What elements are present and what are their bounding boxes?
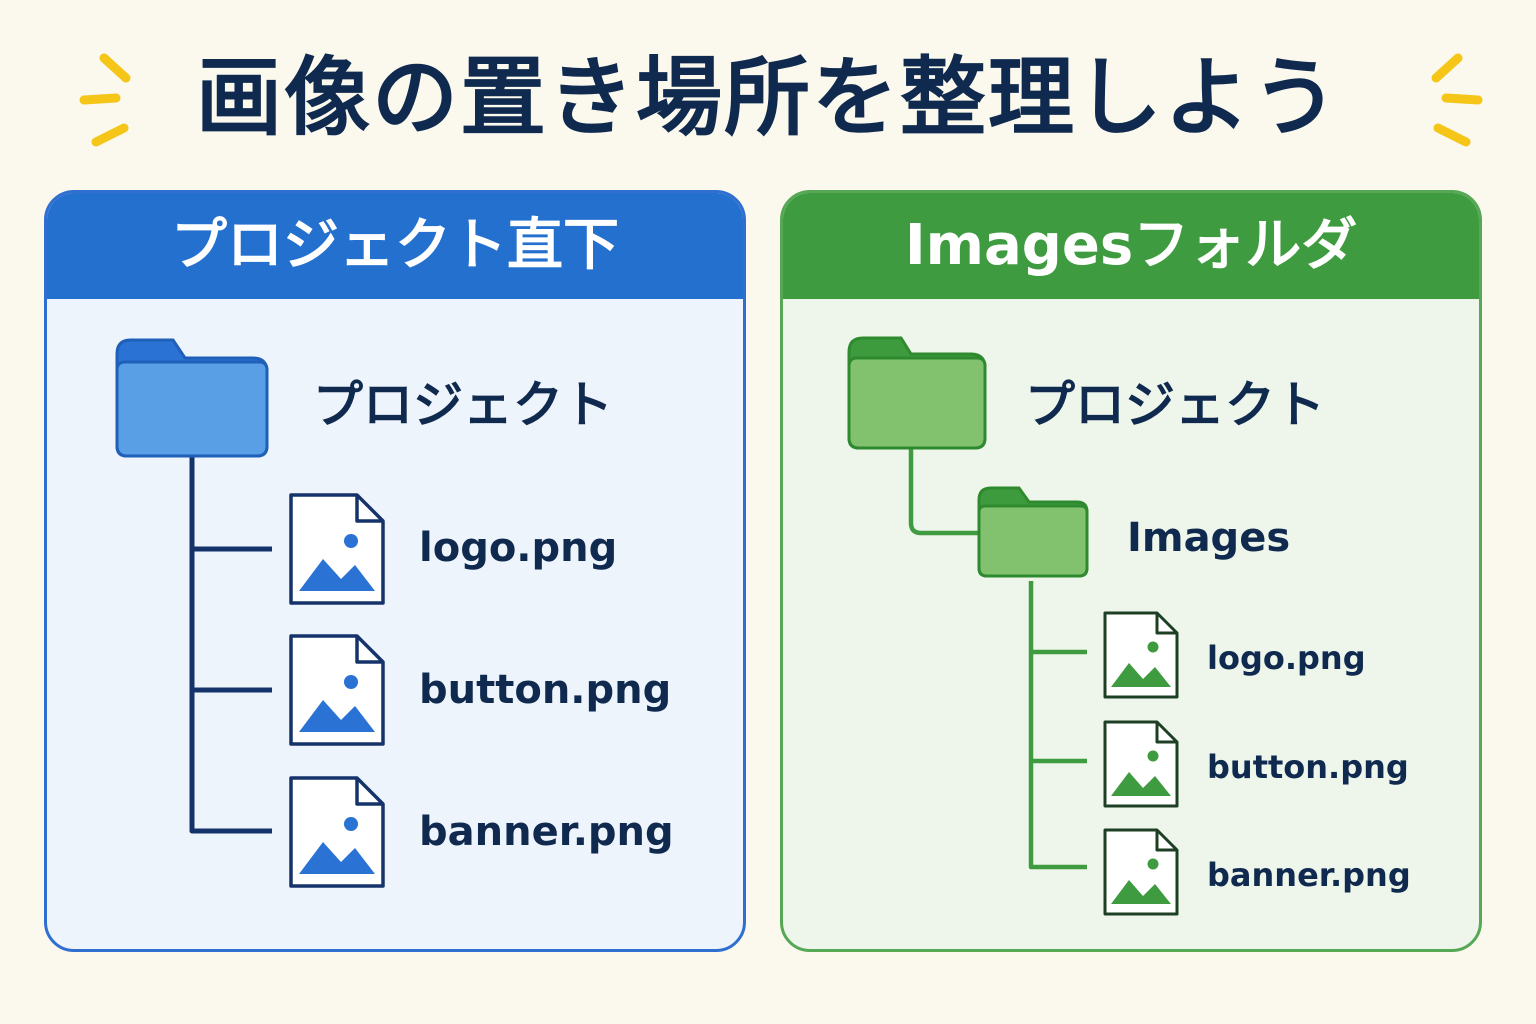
image-file-icon xyxy=(1103,611,1179,699)
file-label: logo.png xyxy=(1207,639,1366,677)
image-file-icon xyxy=(1103,828,1179,916)
sparkle-right-icon xyxy=(1431,53,1483,147)
subfolder-label: Images xyxy=(1127,515,1291,561)
panel-images-folder: Imagesフォルダ プロジェクト Images logo.png button… xyxy=(780,190,1482,952)
folder-icon xyxy=(115,338,269,458)
image-file-icon xyxy=(289,776,385,888)
root-folder-label: プロジェクト xyxy=(1025,376,1325,434)
subfolder-icon xyxy=(977,486,1089,578)
image-file-icon xyxy=(289,493,385,605)
root-folder-label: プロジェクト xyxy=(313,376,613,434)
tree-lines-left xyxy=(189,451,272,834)
file-label: banner.png xyxy=(1207,856,1411,894)
file-label: button.png xyxy=(1207,748,1409,786)
file-label: button.png xyxy=(419,667,672,713)
sparkle-left-icon xyxy=(79,53,131,147)
panel-header-images-folder: Imagesフォルダ xyxy=(783,193,1479,299)
folder-icon xyxy=(847,336,987,450)
file-label: logo.png xyxy=(419,525,618,571)
tree-lines-right xyxy=(908,449,1087,870)
image-file-icon xyxy=(1103,720,1179,808)
panel-project-root: プロジェクト直下 プロジェクト logo.png button.png bann… xyxy=(44,190,746,952)
file-label: banner.png xyxy=(419,809,674,855)
image-file-icon xyxy=(289,634,385,746)
page-title: 画像の置き場所を整理しよう xyxy=(196,48,1340,148)
panel-header-project-root: プロジェクト直下 xyxy=(47,193,743,299)
